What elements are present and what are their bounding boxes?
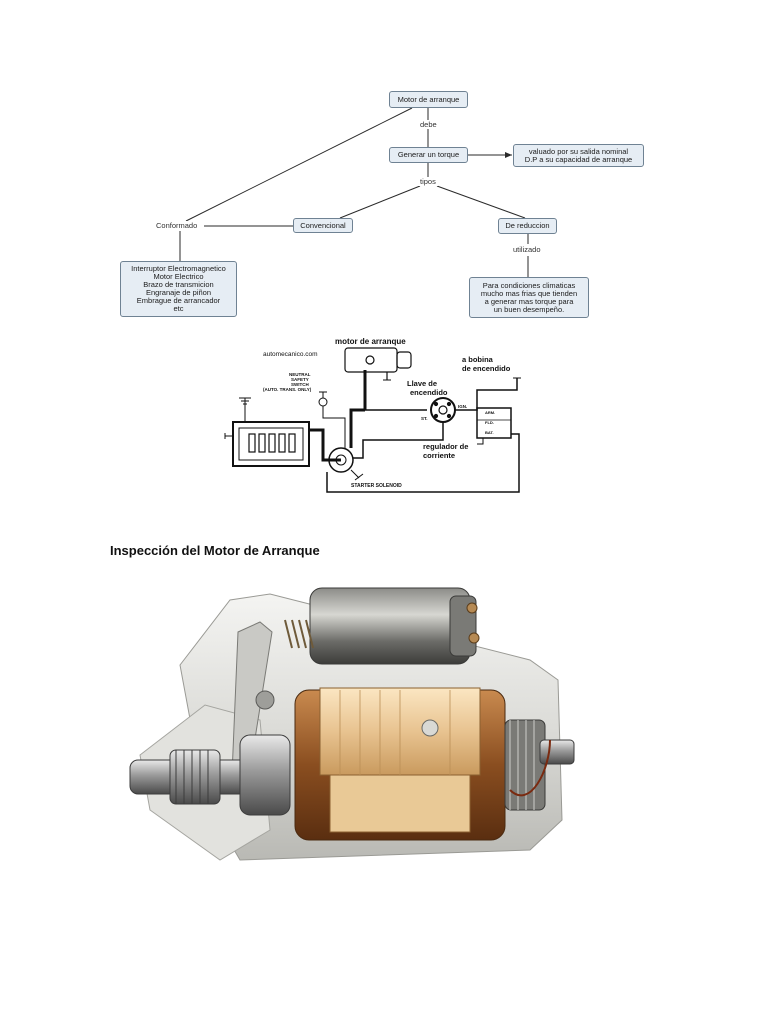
regulator-symbol <box>476 407 512 439</box>
condiciones-line: mucho mas frias que tienden <box>480 288 578 298</box>
battery-symbol <box>232 421 310 467</box>
wiring-st-label: ST. <box>421 416 428 421</box>
wiring-solenoid-label: STARTER SOLENOID <box>351 483 402 489</box>
wiring-regulador-label: corriente <box>423 451 455 460</box>
link-label-conformado: Conformado <box>154 221 200 230</box>
wiring-llave-label: Llave de <box>407 379 437 388</box>
starter-motor-illustration <box>129 587 575 861</box>
wiring-motor-label: motor de arranque <box>335 337 406 346</box>
wiring-source-label: automecanico.com <box>263 351 318 358</box>
wiring-bat-label: BAT. <box>485 430 494 435</box>
commutator <box>504 719 546 811</box>
node-convencional-label: Convencional <box>300 220 346 230</box>
condiciones-line: un buen desempeño. <box>493 304 565 314</box>
condiciones-line: Para condiciones climaticas <box>482 280 576 290</box>
node-torque-label: Generar un torque <box>397 150 460 159</box>
componente-item: Interruptor Electromagnetico <box>131 264 226 273</box>
connector-convencional <box>339 185 421 219</box>
wiring-neutral-label: (AUTO. TRANS. ONLY) <box>263 387 312 392</box>
link-label-tipos: tipos <box>418 177 438 186</box>
wiring-regulador-label: regulador de <box>423 442 468 451</box>
componente-item: Brazo de transmicion <box>143 280 214 289</box>
node-reduccion-label: De reduccion <box>505 221 550 230</box>
node-valuado-line-1: valuado por su salida nominal <box>528 146 629 156</box>
wiring-bobina-label: a bobina <box>462 355 494 364</box>
motor-symbol <box>344 347 398 373</box>
componente-item: Embrague de arrancador <box>136 296 221 305</box>
solenoid-symbol <box>328 447 354 473</box>
section-heading: Inspección del Motor de Arranque <box>110 543 320 558</box>
wiring-llave-label: encendido <box>410 388 448 397</box>
pinion-gear <box>169 749 221 805</box>
node-generar-torque: Generar un torque <box>389 147 468 163</box>
link-label-debe: debe <box>418 120 439 129</box>
componente-item: etc <box>173 304 184 313</box>
node-motor-de-arranque: Motor de arranque <box>389 91 468 108</box>
node-condiciones: Para condiciones climaticas mucho mas fr… <box>469 277 589 318</box>
wiring-fld-label: FLD. <box>485 420 494 425</box>
wiring-arm-label: ARM. <box>485 410 495 415</box>
connector-reduccion <box>436 185 526 219</box>
node-valuado: valuado por su salida nominal D.P a su c… <box>513 144 644 167</box>
wiring-neutral-label: SAFETY <box>291 377 309 382</box>
node-componentes: Interruptor Electromagnetico Motor Elect… <box>120 261 237 317</box>
ignition-key-symbol <box>430 397 456 423</box>
wiring-neutral-label: NEUTRAL <box>289 372 311 377</box>
wiring-ign-label: IGN. <box>458 404 467 409</box>
node-valuado-line-2: D.P a su capacidad de arranque <box>524 154 633 164</box>
condiciones-line: a generar mas torque para <box>484 296 574 306</box>
node-de-reduccion: De reduccion <box>498 218 557 234</box>
concept-map-connectors <box>179 107 529 277</box>
arrow-valuado <box>505 152 512 158</box>
node-motor-label: Motor de arranque <box>397 94 460 104</box>
wiring-neutral-label: SWITCH <box>291 382 309 387</box>
solenoid-body <box>309 587 471 665</box>
connector-motor-conformado <box>185 107 413 222</box>
wiring-bobina-label: de encendido <box>462 364 511 373</box>
starter-wiring-diagram: automecanico.com motor de arranque a bob… <box>224 337 521 493</box>
node-convencional: Convencional <box>293 218 353 233</box>
componente-item: Engranaje de piñon <box>145 288 212 297</box>
componente-item: Motor Electrico <box>153 272 204 281</box>
link-label-utilizado: utilizado <box>511 245 543 254</box>
